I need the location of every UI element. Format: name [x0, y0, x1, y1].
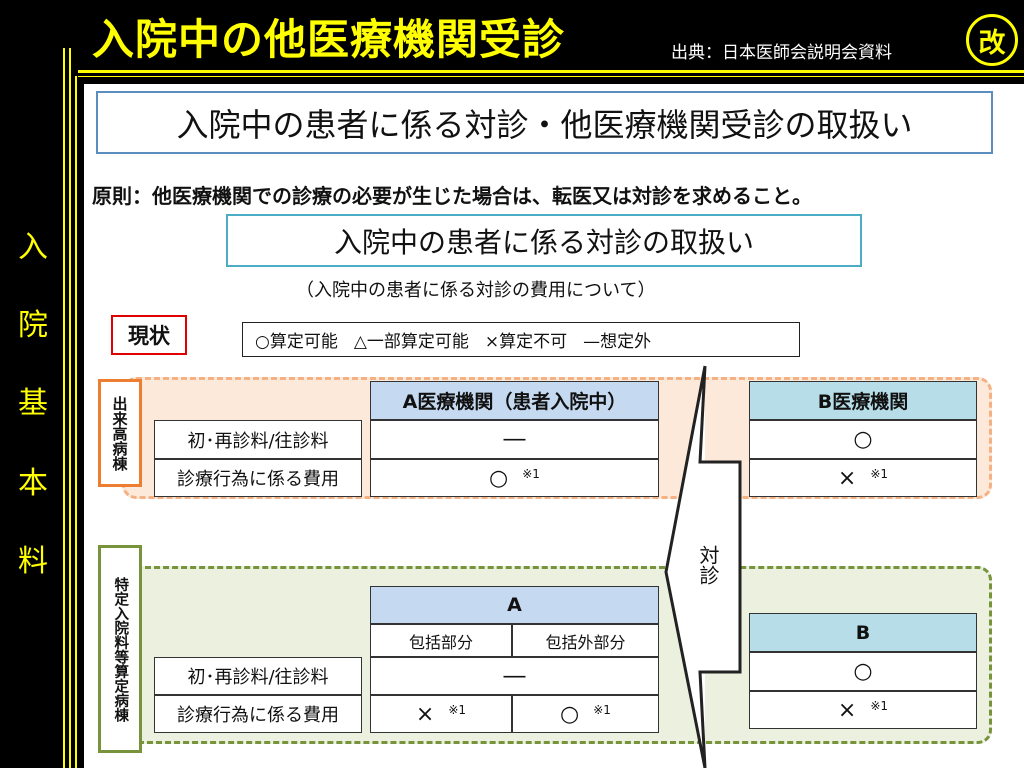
group2-header-a: A [370, 586, 659, 624]
sidebar-char: 基 [18, 386, 48, 421]
source-caption: 出典：日本医師会説明会資料 [671, 43, 892, 63]
page-title: 入院中の他医療機関受診 [92, 15, 566, 64]
sidebar-char: 料 [18, 544, 48, 579]
subsection-title: 入院中の患者に係る対診の取扱い [226, 214, 862, 267]
revision-badge: 改 [966, 14, 1018, 66]
legend-item: —想定外 [583, 332, 652, 352]
group2-subheader-a1: 包括部分 [370, 624, 512, 657]
footnote-mark: ※1 [870, 699, 889, 713]
group2-row-label: 初･再診料/往診料 [154, 657, 362, 695]
group2-subheader-a2: 包括外部分 [512, 624, 659, 657]
left-rule [63, 48, 65, 768]
group1-cell-a: ― [370, 420, 659, 459]
group1-header-a: A医療機関（患者入院中） [370, 381, 659, 420]
subsection-caption: （入院中の患者に係る対診の費用について） [296, 280, 656, 301]
group1-cell-b: ×※1 [749, 459, 977, 497]
group2-header-b: B [749, 613, 977, 652]
section-title: 入院中の患者に係る対診・他医療機関受診の取扱い [96, 91, 993, 154]
header-rule-thin [78, 76, 1024, 77]
left-rule [69, 48, 71, 768]
group2-label: 特定入院料等算定病棟 [98, 545, 142, 753]
group1-header-b: B医療機関 [749, 381, 977, 420]
group1-cell-b: ○ [749, 420, 977, 459]
group2-cell-a: ― [370, 657, 659, 695]
sidebar-char: 院 [18, 308, 48, 343]
sidebar-char: 本 [18, 466, 48, 501]
group1-row-label: 診療行為に係る費用 [154, 459, 362, 497]
legend-item: ○算定可能 [255, 332, 338, 352]
principle-text: 原則：他医療機関での診療の必要が生じた場合は、転医又は対診を求めること。 [92, 184, 812, 208]
group1-row-label: 初･再診料/往診料 [154, 420, 362, 459]
footnote-mark: ※1 [870, 467, 889, 481]
taishin-arrow [664, 365, 742, 768]
legend-box: ○算定可能 △一部算定可能 ×算定不可 —想定外 [242, 322, 800, 357]
group1-label: 出来高病棟 [98, 379, 142, 487]
group2-cell-a2: ○※1 [512, 695, 659, 733]
legend-item: ×算定不可 [484, 332, 568, 352]
legend-item: △一部算定可能 [353, 332, 469, 352]
status-label: 現状 [111, 315, 187, 355]
arrow-label: 対診 [696, 545, 720, 585]
footnote-mark: ※1 [522, 467, 540, 481]
group2-cell-b: ×※1 [749, 691, 977, 729]
group2-row-label: 診療行為に係る費用 [154, 695, 362, 733]
left-rule [75, 76, 77, 768]
footnote-mark: ※1 [593, 703, 611, 717]
header-rule [78, 70, 1024, 73]
footnote-mark: ※1 [448, 703, 467, 717]
group2-cell-b: ○ [749, 652, 977, 691]
group2-cell-a1: ×※1 [370, 695, 512, 733]
group1-cell-a: ○※1 [370, 459, 659, 497]
sidebar-char: 入 [18, 230, 48, 265]
